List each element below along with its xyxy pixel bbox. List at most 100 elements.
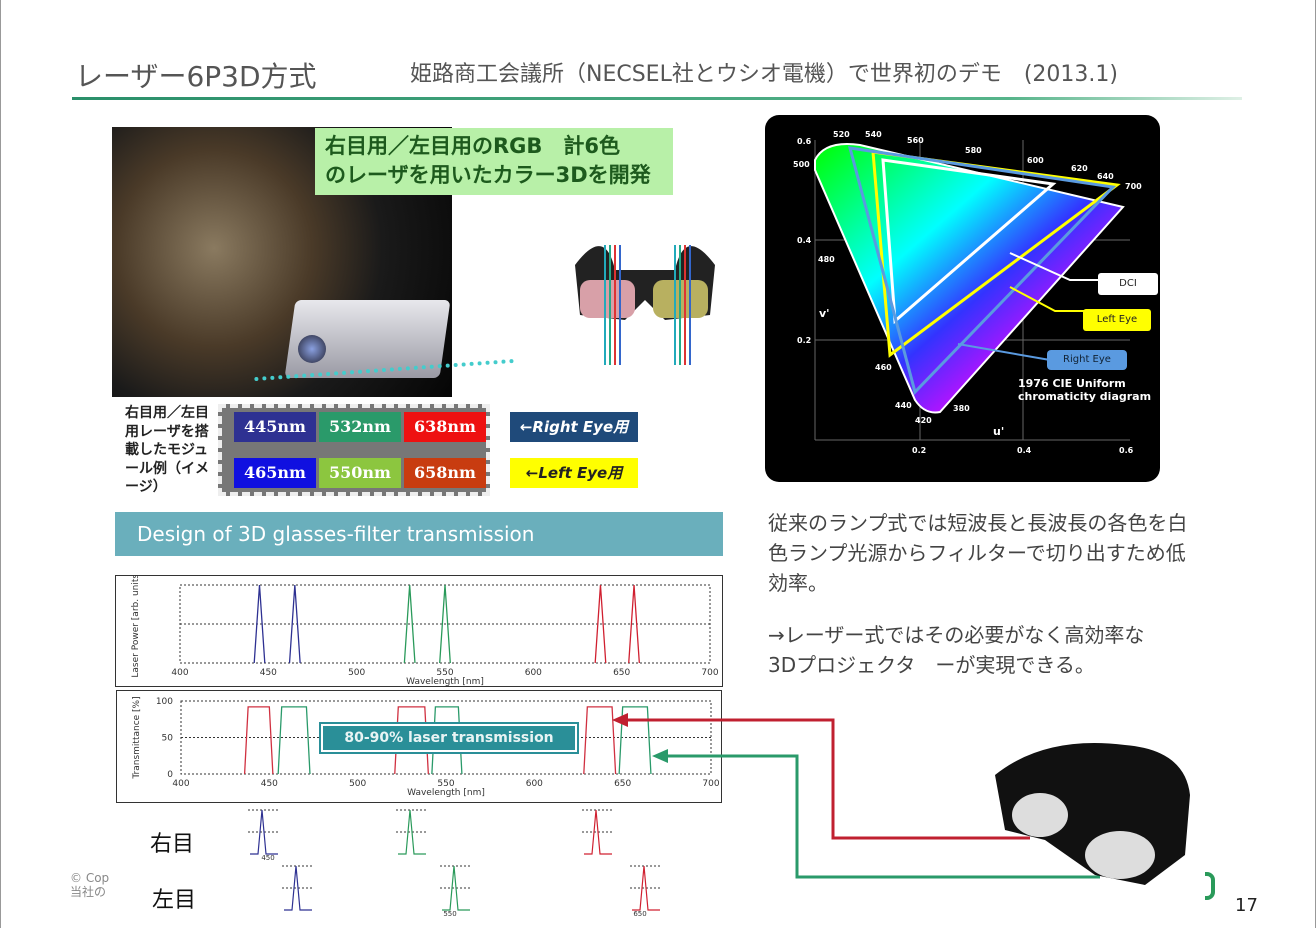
mini-peak <box>398 809 426 855</box>
glasses-with-fibers-image <box>575 245 715 365</box>
x-tick-label: 550 <box>436 668 453 678</box>
x-tick-label: 700 <box>702 779 719 789</box>
mini-tick-label: 450 <box>261 854 274 862</box>
mini-peak <box>632 865 660 911</box>
x-axis-label: Wavelength [nm] <box>407 788 485 798</box>
y-tick-label: 0 <box>167 770 173 780</box>
page-number: 17 <box>1235 895 1258 916</box>
u-axis-label: u' <box>993 425 1004 438</box>
laser-peak <box>594 584 607 664</box>
connector-arrows <box>612 713 1100 879</box>
copyright-line-1: © Cop <box>70 871 110 885</box>
filter-band <box>583 706 617 775</box>
copyright-text: © Cop 当社の <box>70 871 114 899</box>
x-tick-label: 400 <box>171 668 188 678</box>
3d-glasses-photo <box>995 743 1190 885</box>
wl-600: 600 <box>1027 156 1044 165</box>
mini-peak <box>442 865 470 911</box>
x-tick-label: 500 <box>348 668 365 678</box>
headline-callout: 右目用／左目用のRGB 計6色 のレーザを用いたカラー3Dを開発 <box>315 128 673 195</box>
x-tick-label: 600 <box>526 779 543 789</box>
cie-caption: 1976 CIE Uniform chromaticity diagram <box>1018 377 1152 403</box>
filter-band <box>618 706 652 775</box>
paragraph-lamp: 従来のランプ式では短波長と長波長の各色を白色ランプ光源からフィルターで切り出すた… <box>768 511 1188 595</box>
y-axis-label: Transmittance [%] <box>132 696 142 779</box>
u-tick-0.6: 0.6 <box>1119 446 1134 455</box>
callout-line-2: のレーザを用いたカラー3Dを開発 <box>325 163 651 187</box>
mini-tick-label: 650 <box>633 910 646 918</box>
wl-440: 440 <box>895 401 912 410</box>
wl-460: 460 <box>875 363 892 372</box>
x-tick-label: 600 <box>525 668 542 678</box>
wl-500: 500 <box>793 160 810 169</box>
wl-640: 640 <box>1097 172 1114 181</box>
x-tick-label: 650 <box>614 779 631 789</box>
wavelength-465: 465nm <box>234 458 316 488</box>
company-logo <box>1205 872 1215 900</box>
y-axis-label: Laser Power [arb. units] <box>131 576 141 678</box>
laser-peak <box>253 584 266 664</box>
v-tick-0.4: 0.4 <box>797 236 812 245</box>
left-eye-gamut-label: Left Eye <box>1083 309 1151 331</box>
mini-peak <box>250 809 278 855</box>
laser-peak <box>628 584 640 664</box>
wl-700: 700 <box>1125 182 1142 191</box>
v-tick-0.2: 0.2 <box>797 336 811 345</box>
mini-tick-label: 550 <box>443 910 456 918</box>
module-label: 右目用／左目用レーザを搭載したモジュール例（イメージ） <box>125 405 209 495</box>
wl-620: 620 <box>1071 164 1088 173</box>
callout-line-1: 右目用／左目用のRGB 計6色 <box>325 134 621 158</box>
dci-label: DCI <box>1098 273 1158 295</box>
wavelength-638: 638nm <box>404 412 486 442</box>
y-tick-label: 50 <box>162 734 174 744</box>
per-eye-spectra: 450 550 650 <box>248 809 662 918</box>
laser-module: 445nm 532nm 638nm 465nm 550nm 658nm <box>218 404 490 496</box>
copyright-line-2: 当社の <box>70 885 107 899</box>
slide-subtitle: 姫路商工会議所（NECSEL社とウシオ電機）で世界初のデモ (2013.1) <box>410 62 1118 87</box>
x-axis-label: Wavelength [nm] <box>406 677 484 686</box>
wavelength-658: 658nm <box>404 458 486 488</box>
wl-520: 520 <box>833 130 850 139</box>
laser-peak <box>403 584 416 664</box>
projector-lens <box>298 335 326 363</box>
mini-peak <box>584 809 612 855</box>
cie-chromaticity-diagram: 0.6 0.4 0.2 0.2 0.4 0.6 520 540 560 580 600 620 64… <box>765 115 1160 482</box>
transmission-annotation: 80-90% laser transmission <box>319 722 579 754</box>
wl-560: 560 <box>907 136 924 145</box>
title-underline <box>72 97 1242 100</box>
left-eye-label: 左目 <box>152 888 197 913</box>
x-tick-label: 700 <box>701 668 718 678</box>
filter-band <box>243 706 274 775</box>
wl-480: 480 <box>818 255 835 264</box>
u-tick-0.4: 0.4 <box>1017 446 1032 455</box>
y-tick-label: 100 <box>156 697 173 707</box>
right-eye-label: 右目 <box>150 832 195 857</box>
mini-peak <box>284 865 312 911</box>
right-eye-tag: ←Right Eye用 <box>510 412 638 442</box>
x-tick-label: 450 <box>260 668 277 678</box>
x-tick-label: 650 <box>613 668 630 678</box>
paragraph-laser: →レーザー式ではその必要がなく高効率な 3Dプロジェクタ ーが実現できる。 <box>768 623 1165 677</box>
x-tick-label: 550 <box>437 779 454 789</box>
wavelength-550: 550nm <box>319 458 401 488</box>
v-axis-label: v' <box>819 307 830 320</box>
laser-peak <box>439 584 451 664</box>
x-tick-label: 450 <box>261 779 278 789</box>
wavelength-445: 445nm <box>234 412 316 442</box>
wl-580: 580 <box>965 146 982 155</box>
x-tick-label: 500 <box>349 779 366 789</box>
slide-title: レーザー6P3D方式 <box>75 60 317 93</box>
right-eye-gamut-label: Right Eye <box>1047 350 1127 370</box>
wl-540: 540 <box>865 130 882 139</box>
left-eye-tag: ←Left Eye用 <box>510 458 638 488</box>
wavelength-532: 532nm <box>319 412 401 442</box>
u-tick-0.2: 0.2 <box>912 446 926 455</box>
filter-band <box>277 706 311 775</box>
wl-380: 380 <box>953 404 970 413</box>
v-tick-0.6: 0.6 <box>797 137 812 146</box>
laser-peak <box>288 584 301 664</box>
wl-420: 420 <box>915 416 932 425</box>
section-banner: Design of 3D glasses-filter transmission <box>115 512 723 556</box>
x-tick-label: 400 <box>172 779 189 789</box>
